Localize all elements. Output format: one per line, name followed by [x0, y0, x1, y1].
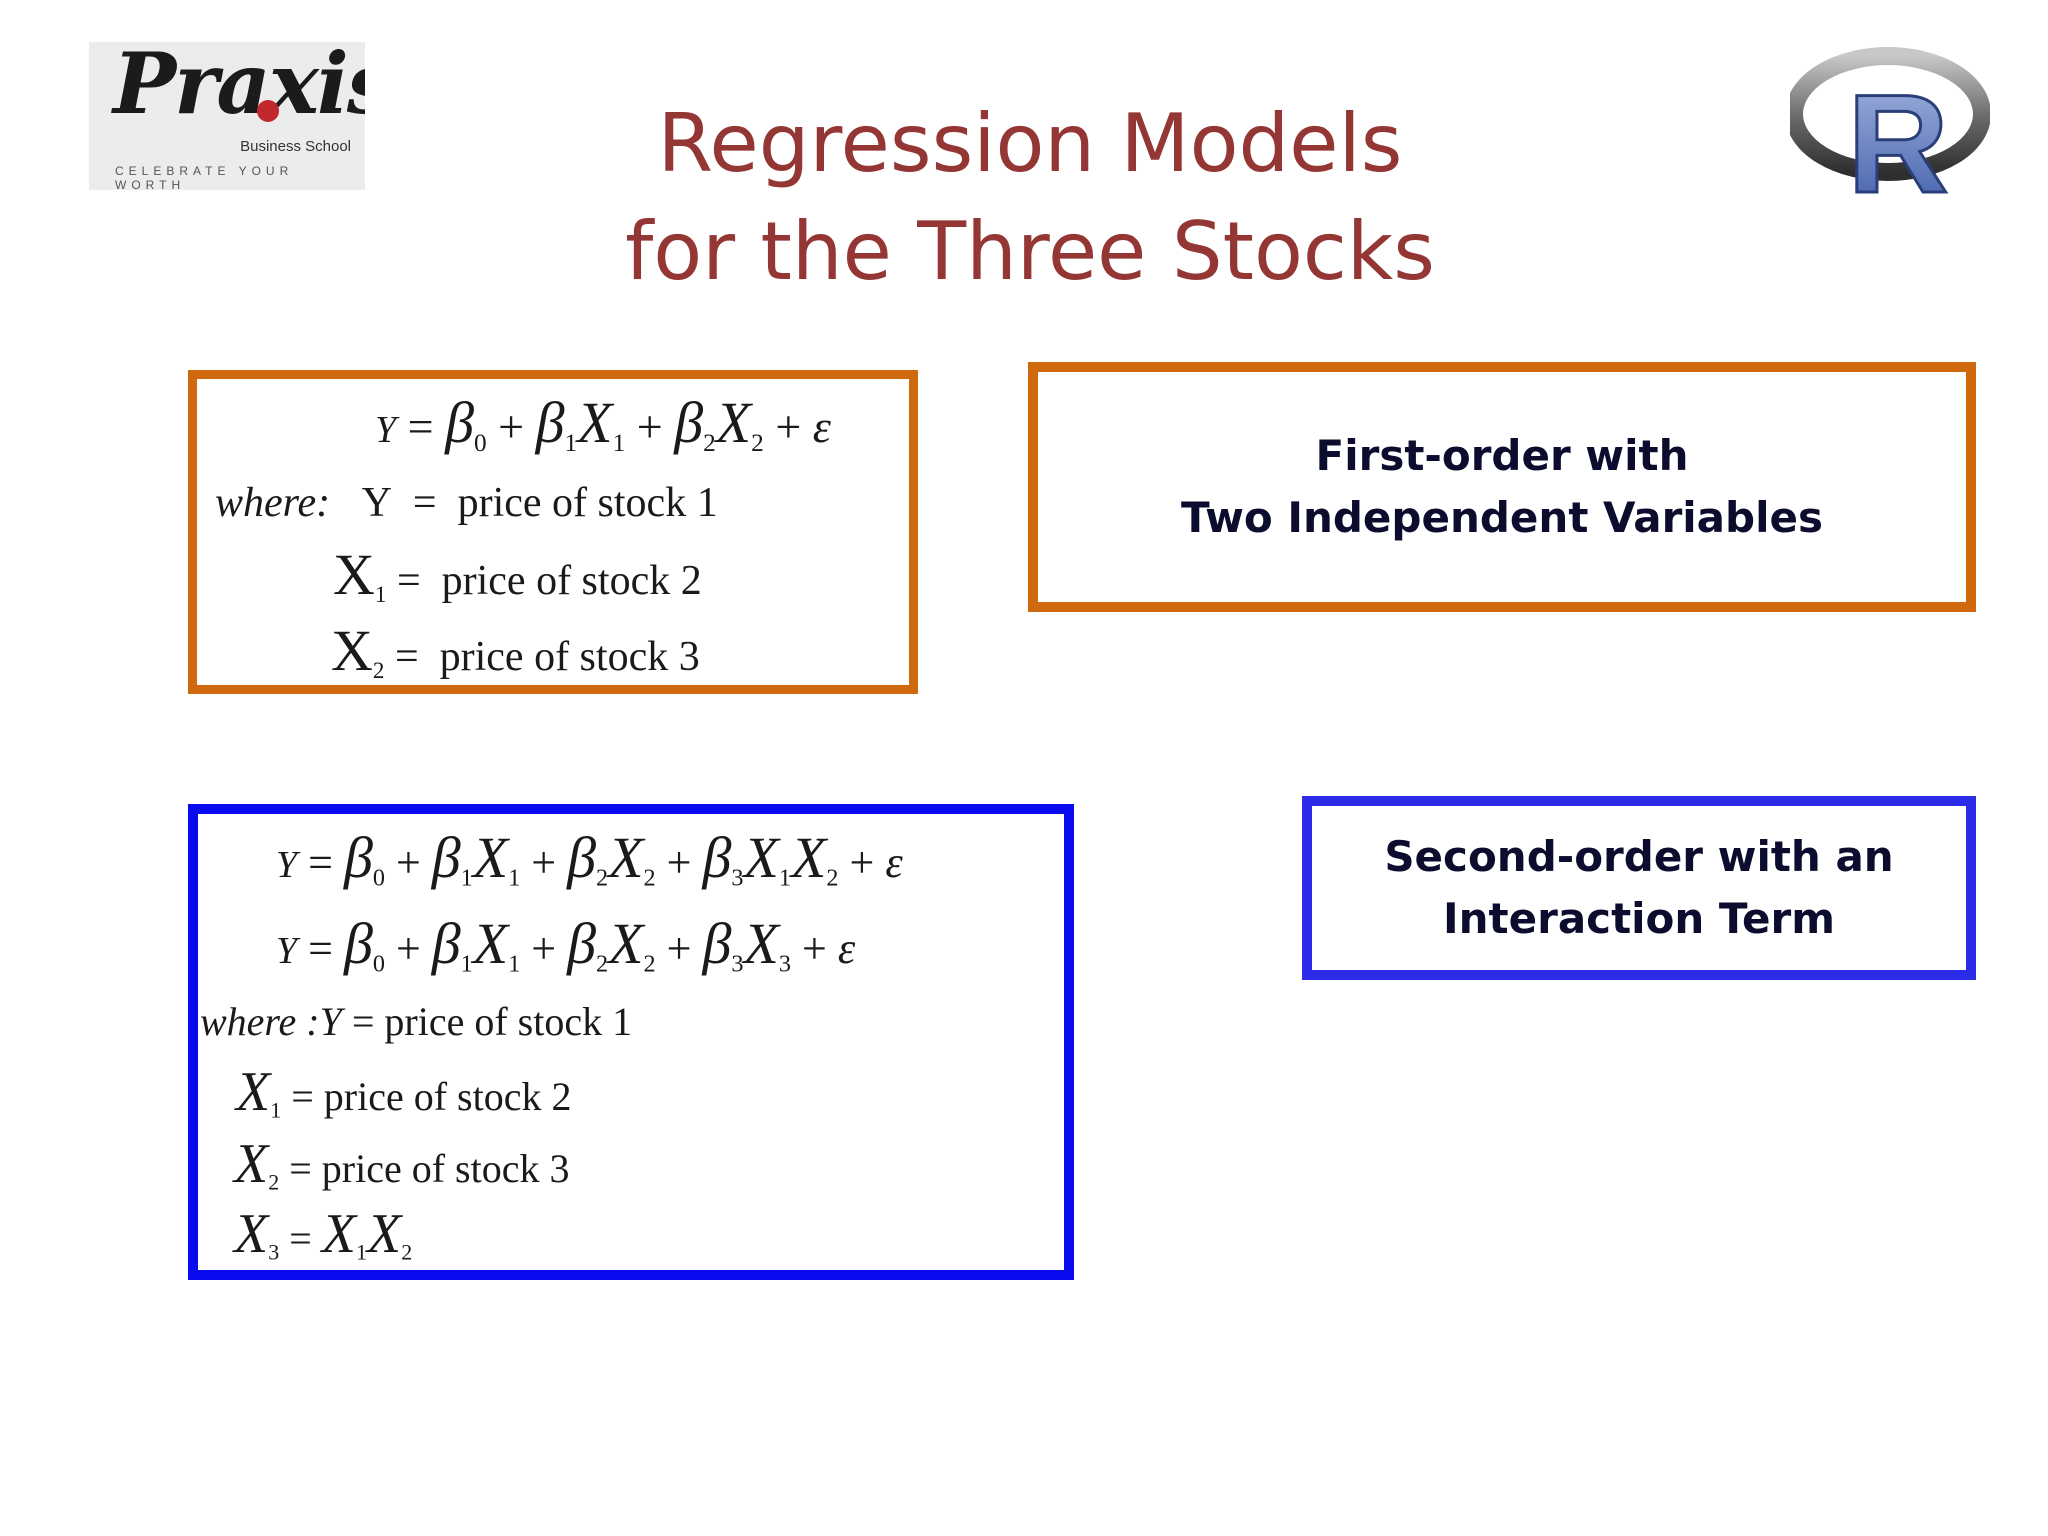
second-order-label: Second-order with an Interaction Term — [1384, 826, 1893, 950]
title-line-2: for the Three Stocks — [625, 205, 1435, 298]
second-order-equation-1: Y = β0 + β1X1 + β2X2 + β3X1X2 + ε — [276, 825, 903, 892]
first-order-label-line-2: Two Independent Variables — [1181, 493, 1823, 542]
title-line-1: Regression Models — [657, 97, 1403, 190]
praxis-logo: Praxis Business School CELEBRATE YOUR WO… — [89, 42, 365, 190]
praxis-logo-brand: Praxis — [113, 42, 365, 133]
first-order-equation: Y = β0 + β1X1 + β2X2 + ε — [375, 390, 831, 457]
first-order-where-row: where: Y = price of stock 1 — [215, 480, 718, 526]
first-order-formula-box: Y = β0 + β1X1 + β2X2 + ε where: Y = pric… — [188, 370, 918, 694]
second-order-label-line-1: Second-order with an — [1384, 832, 1894, 881]
first-order-def-y: price of stock 1 — [457, 480, 718, 526]
second-order-var-y: Y — [319, 999, 342, 1044]
second-order-where-row: where :Y = price of stock 1 — [200, 999, 633, 1044]
page-title: Regression Models for the Three Stocks — [560, 90, 1500, 306]
first-order-x1-row: X1 = price of stock 2 — [333, 542, 702, 608]
second-order-x3-row: X3 = X1X2 — [234, 1203, 413, 1265]
praxis-logo-motto: CELEBRATE YOUR WORTH — [115, 164, 294, 190]
second-order-x1-row: X1 = price of stock 2 — [236, 1061, 572, 1123]
second-order-label-box: Second-order with an Interaction Term — [1302, 796, 1976, 980]
praxis-logo-dot — [257, 100, 279, 122]
r-logo-icon: R — [1785, 47, 1991, 224]
praxis-logo-subtitle: Business School — [240, 138, 351, 155]
second-order-def-y: price of stock 1 — [384, 999, 633, 1044]
first-order-x2-row: X2 = price of stock 3 — [331, 618, 700, 684]
second-order-equation-2: Y = β0 + β1X1 + β2X2 + β3X3 + ε — [276, 911, 856, 978]
first-order-var-y: Y — [361, 480, 392, 526]
second-order-def-x2: price of stock 3 — [321, 1146, 570, 1191]
first-order-label: First-order with Two Independent Variabl… — [1181, 425, 1823, 549]
second-order-def-x1: price of stock 2 — [323, 1074, 572, 1119]
first-order-label-line-1: First-order with — [1315, 431, 1689, 480]
first-order-where-label: where: — [215, 480, 331, 526]
first-order-def-x2: price of stock 3 — [439, 634, 700, 680]
r-logo: R — [1785, 42, 1991, 224]
second-order-label-line-2: Interaction Term — [1443, 894, 1835, 943]
second-order-x2-row: X2 = price of stock 3 — [234, 1133, 570, 1195]
first-order-label-box: First-order with Two Independent Variabl… — [1028, 362, 1976, 612]
second-order-formula-box: Y = β0 + β1X1 + β2X2 + β3X1X2 + ε Y = β0… — [188, 804, 1074, 1280]
first-order-def-x1: price of stock 2 — [441, 558, 702, 604]
second-order-where-label: where : — [200, 999, 320, 1044]
r-logo-letter: R — [1847, 65, 1948, 202]
